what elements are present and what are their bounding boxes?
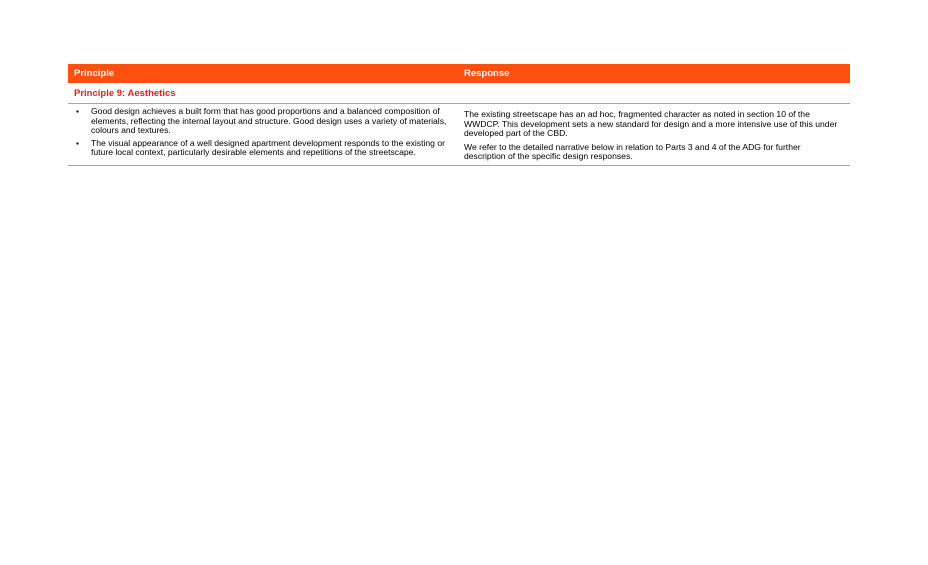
list-item: ▪ Good design achieves a built form that… (74, 106, 459, 136)
response-cell: The existing streetscape has an ad hoc, … (459, 107, 850, 162)
section-row: Principle 9: Aesthetics (68, 83, 850, 104)
bullet-text: The visual appearance of a well designed… (91, 137, 445, 158)
bullet-icon: ▪ (76, 107, 79, 116)
section-title: Principle 9: Aesthetics (74, 87, 176, 99)
bullet-icon: ▪ (76, 138, 79, 148)
bullet-text: Good design achieves a built form that h… (91, 106, 447, 136)
principle-bullet-list: ▪ Good design achieves a built form that… (68, 106, 459, 162)
list-item: ▪ The visual appearance of a well design… (74, 137, 459, 158)
response-column-header: Response (464, 68, 510, 79)
table-row: ▪ Good design achieves a built form that… (68, 104, 850, 166)
response-paragraph: The existing streetscape has an ad hoc, … (464, 109, 838, 139)
table-header-row: Principle Response (68, 64, 850, 83)
principles-table: Principle Response Principle 9: Aestheti… (68, 64, 850, 166)
principle-column-header: Principle (74, 68, 115, 79)
response-paragraph: We refer to the detailed narrative below… (464, 141, 801, 162)
